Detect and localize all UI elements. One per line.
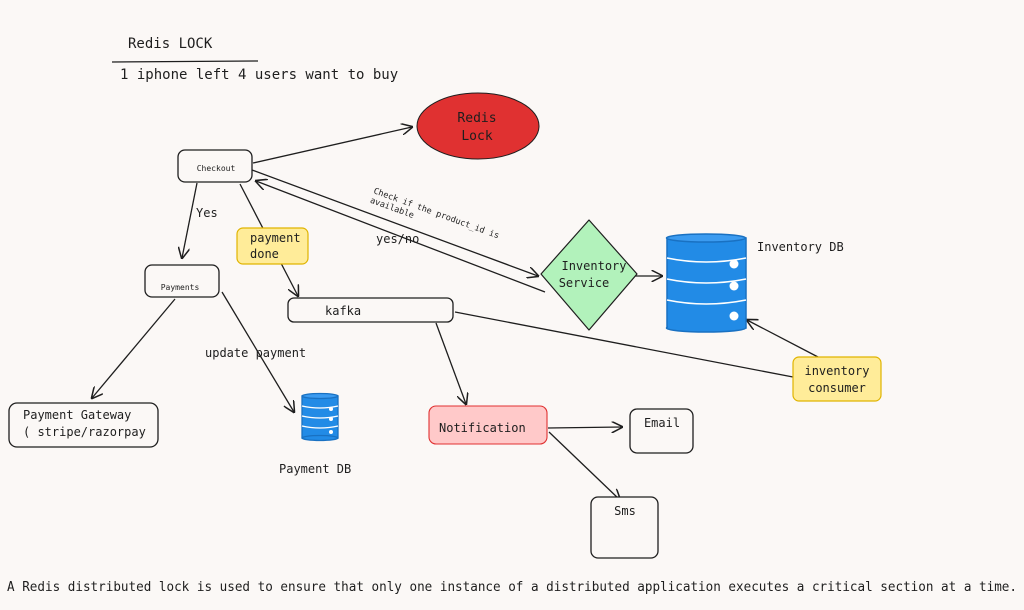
notification-node[interactable]: Notification [428, 405, 548, 445]
diagram-title: Redis LOCK [128, 36, 213, 52]
payment-done-label-2: done [250, 247, 279, 261]
sms-node[interactable]: Sms [590, 496, 659, 559]
database-icon [665, 233, 747, 333]
email-box [629, 408, 694, 454]
edge-payments-gateway [92, 298, 176, 398]
inventory-service-shape [540, 219, 638, 331]
sms-box [590, 496, 659, 559]
email-node[interactable]: Email [629, 408, 694, 454]
inventory-service-node[interactable]: Inventory Service [540, 219, 638, 331]
email-label: Email [644, 416, 680, 430]
payments-node[interactable]: Payments [144, 264, 220, 298]
payment-gateway-node[interactable]: Payment Gateway ( stripe/razorpay [8, 402, 159, 448]
edge-checkout-inventory [251, 169, 538, 276]
edge-inventory-checkout [256, 181, 546, 293]
title-underline [111, 60, 259, 63]
sms-label: Sms [614, 504, 636, 518]
edge-kafka-notification [435, 322, 466, 404]
redis-lock-node[interactable]: Redis Lock [416, 92, 540, 160]
payments-box [144, 264, 220, 298]
inventory-consumer-box [792, 356, 882, 402]
payment-db-label: Payment DB [279, 462, 351, 476]
payment-done-box [236, 227, 309, 265]
notification-label: Notification [439, 421, 526, 435]
edge-label-yes: Yes [196, 206, 218, 220]
redis-lock-shape [416, 92, 540, 160]
edge-checkout-payments [182, 182, 198, 258]
payment-gateway-label-1: Payment Gateway [23, 408, 131, 422]
payment-db-node[interactable]: Payment DB [279, 392, 351, 477]
checkout-node[interactable]: Checkout [177, 149, 253, 183]
kafka-node[interactable]: kafka [287, 297, 454, 323]
payment-gateway-label-2: ( stripe/razorpay [23, 425, 146, 439]
edge-notification-sms [548, 431, 620, 500]
inventory-db-node[interactable]: Inventory DB [665, 233, 844, 333]
edge-label-yes-no: yes/no [376, 232, 419, 246]
payment-gateway-box [8, 402, 159, 448]
checkout-label: Checkout [197, 164, 236, 173]
inventory-service-label-1: Inventory [561, 259, 626, 273]
checkout-box [177, 149, 253, 183]
edge-notification-email [547, 427, 622, 428]
footer-description: A Redis distributed lock is used to ensu… [7, 579, 1017, 595]
database-icon [301, 392, 339, 442]
payment-done-label-1: payment [250, 231, 301, 245]
inventory-consumer-label-2: consumer [808, 381, 866, 395]
edge-checkout-redis [252, 127, 412, 164]
edge-consumer-inventorydb [747, 320, 819, 358]
payment-done-node[interactable]: payment done [236, 227, 309, 265]
inventory-consumer-node[interactable]: inventory consumer [792, 356, 882, 402]
inventory-service-label-2: Service [559, 276, 610, 290]
notification-box [428, 405, 548, 445]
inventory-consumer-label-1: inventory [804, 364, 869, 378]
edge-payments-paymentdb [221, 291, 294, 412]
diagram-subtitle: 1 iphone left 4 users want to buy [120, 67, 398, 83]
inventory-db-label: Inventory DB [757, 240, 844, 254]
kafka-box [287, 297, 454, 323]
kafka-label: kafka [325, 304, 361, 318]
edge-kafka-consumer [454, 311, 794, 378]
redis-lock-label-1: Redis [457, 111, 496, 126]
payments-label: Payments [161, 283, 200, 292]
edge-label-update-payment: update payment [205, 346, 306, 360]
redis-lock-label-2: Lock [461, 129, 492, 144]
